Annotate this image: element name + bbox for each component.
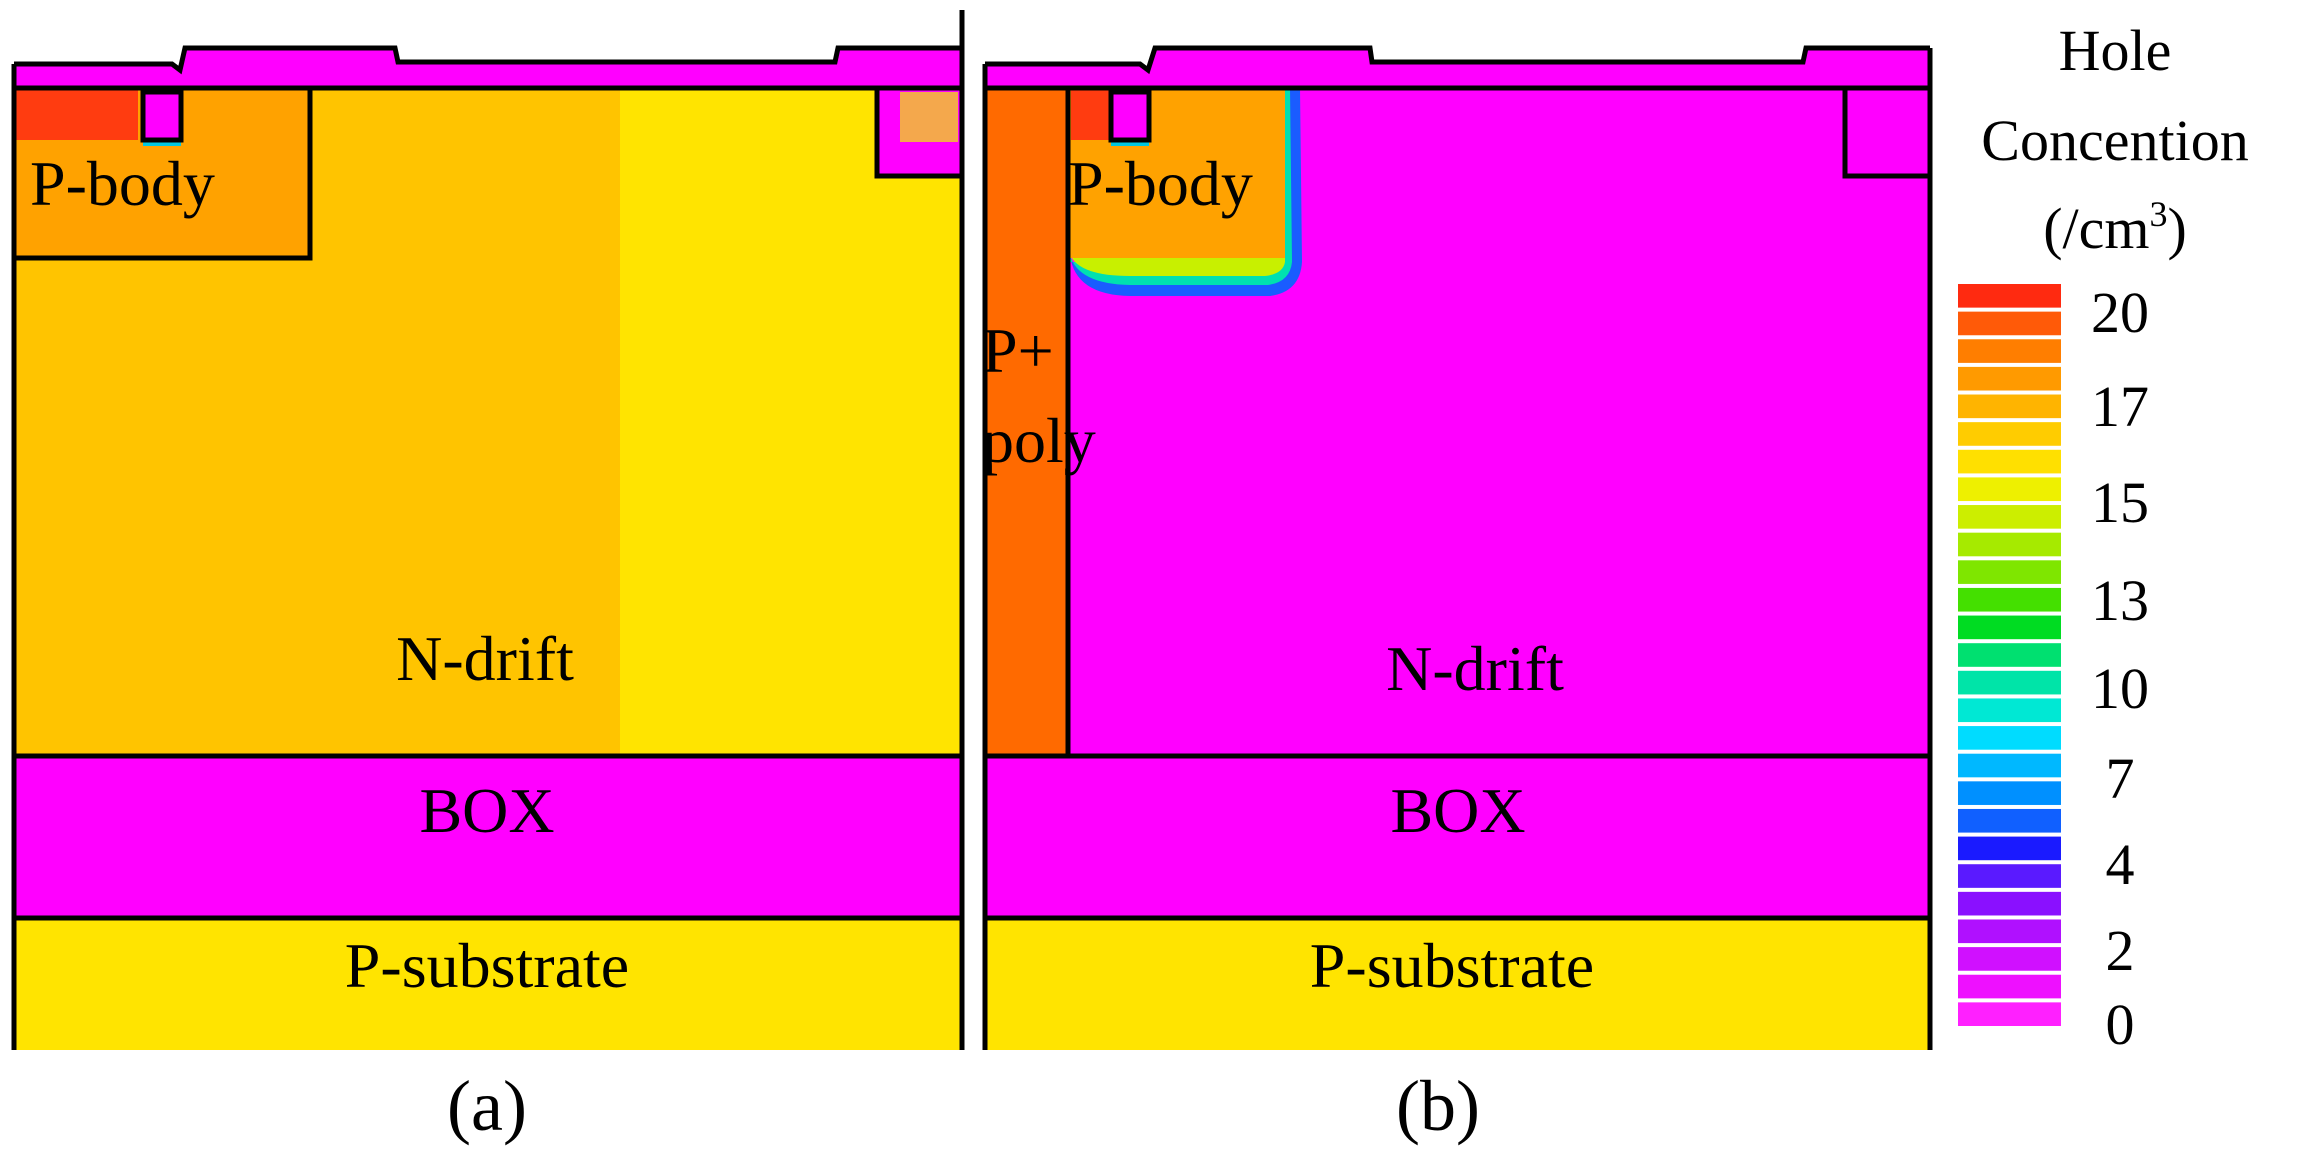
colorbar-tick-label: 10 bbox=[2091, 656, 2149, 721]
colorbar-swatch bbox=[1958, 366, 2061, 391]
panel-b: P-body P+ poly N-drift BOX P-substrate (… bbox=[982, 45, 1933, 1146]
colorbar-swatch bbox=[1958, 836, 2061, 861]
surface-oxide-a bbox=[14, 48, 960, 88]
caption-b: (b) bbox=[1396, 1066, 1480, 1146]
surface-oxide-b bbox=[985, 48, 1930, 88]
colorbar-tick-label: 15 bbox=[2091, 470, 2149, 535]
colorbar-swatch bbox=[1958, 449, 2061, 474]
colorbar-tick-label: 17 bbox=[2091, 374, 2149, 439]
colorbar-swatch bbox=[1958, 974, 2061, 999]
label-p-body-b: P-body bbox=[1068, 148, 1253, 219]
colorbar-swatch bbox=[1958, 726, 2061, 750]
label-p-plus-line1-b: P+ bbox=[982, 315, 1054, 386]
colorbar-swatch bbox=[1958, 615, 2061, 640]
box-region-a bbox=[14, 756, 960, 918]
colorbar-swatch bbox=[1958, 477, 2061, 502]
n-drift-region-a-right bbox=[620, 88, 960, 756]
colorbar-swatches bbox=[1958, 284, 2061, 1026]
colorbar-tick-label: 4 bbox=[2106, 832, 2135, 897]
label-p-body-a: P-body bbox=[30, 148, 215, 219]
colorbar-swatch bbox=[1958, 808, 2061, 833]
colorbar-swatch bbox=[1958, 864, 2061, 888]
colorbar-swatch bbox=[1958, 422, 2061, 446]
p-substrate-region-a bbox=[14, 918, 960, 1050]
colorbar-swatch bbox=[1958, 505, 2061, 529]
p-plus-contact-b bbox=[1071, 90, 1109, 140]
colorbar-swatch bbox=[1958, 947, 2061, 971]
colorbar-swatch bbox=[1958, 753, 2061, 778]
colorbar-swatch bbox=[1958, 284, 2061, 308]
colorbar-swatch bbox=[1958, 698, 2061, 723]
label-box-a: BOX bbox=[419, 775, 554, 846]
colorbar-swatch bbox=[1958, 532, 2061, 557]
source-region-a bbox=[143, 92, 181, 138]
p-body-depletion-core-b bbox=[1070, 255, 1285, 276]
colorbar-tick-label: 7 bbox=[2106, 746, 2135, 811]
drain-halo-a bbox=[900, 92, 958, 142]
colorbar-swatch bbox=[1958, 394, 2061, 419]
colorbar-swatch bbox=[1958, 587, 2061, 612]
outlines-a bbox=[11, 45, 960, 1050]
caption-a: (a) bbox=[447, 1066, 527, 1146]
p-plus-contact-a bbox=[14, 90, 138, 140]
p-plus-poly-region-b bbox=[985, 88, 1068, 756]
colorbar-tick-label: 0 bbox=[2106, 992, 2135, 1057]
label-box-b: BOX bbox=[1390, 775, 1525, 846]
panel-a: P-body N-drift BOX P-substrate (a) bbox=[11, 45, 960, 1146]
colorbar-swatch bbox=[1958, 919, 2061, 944]
colorbar-swatch bbox=[1958, 781, 2061, 805]
colorbar-tick-label: 20 bbox=[2091, 280, 2149, 345]
colorbar-swatch bbox=[1958, 311, 2061, 336]
colorbar-swatch bbox=[1958, 1002, 2061, 1026]
colorbar-title-line2: Concention bbox=[1981, 108, 2248, 173]
colorbar-title-line1: Hole bbox=[2059, 18, 2172, 83]
box-region-b bbox=[985, 756, 1930, 918]
label-n-drift-a: N-drift bbox=[396, 623, 574, 694]
label-n-drift-b: N-drift bbox=[1386, 633, 1564, 704]
p-substrate-region-b bbox=[985, 918, 1930, 1050]
colorbar-tick-label: 13 bbox=[2091, 568, 2149, 633]
label-p-substrate-a: P-substrate bbox=[345, 930, 629, 1001]
colorbar-swatch bbox=[1958, 643, 2061, 667]
colorbar-title-line3: (/cm3) bbox=[2043, 194, 2187, 261]
colorbar-tick-label: 2 bbox=[2106, 918, 2135, 983]
outlines-b bbox=[982, 45, 1933, 1050]
colorbar-swatch bbox=[1958, 560, 2061, 584]
colorbar-swatch bbox=[1958, 670, 2061, 695]
label-p-plus-line2-b: poly bbox=[982, 405, 1096, 476]
source-region-b bbox=[1111, 92, 1149, 138]
label-p-substrate-b: P-substrate bbox=[1310, 930, 1594, 1001]
colorbar-swatch bbox=[1958, 891, 2061, 916]
colorbar-swatch bbox=[1958, 339, 2061, 363]
